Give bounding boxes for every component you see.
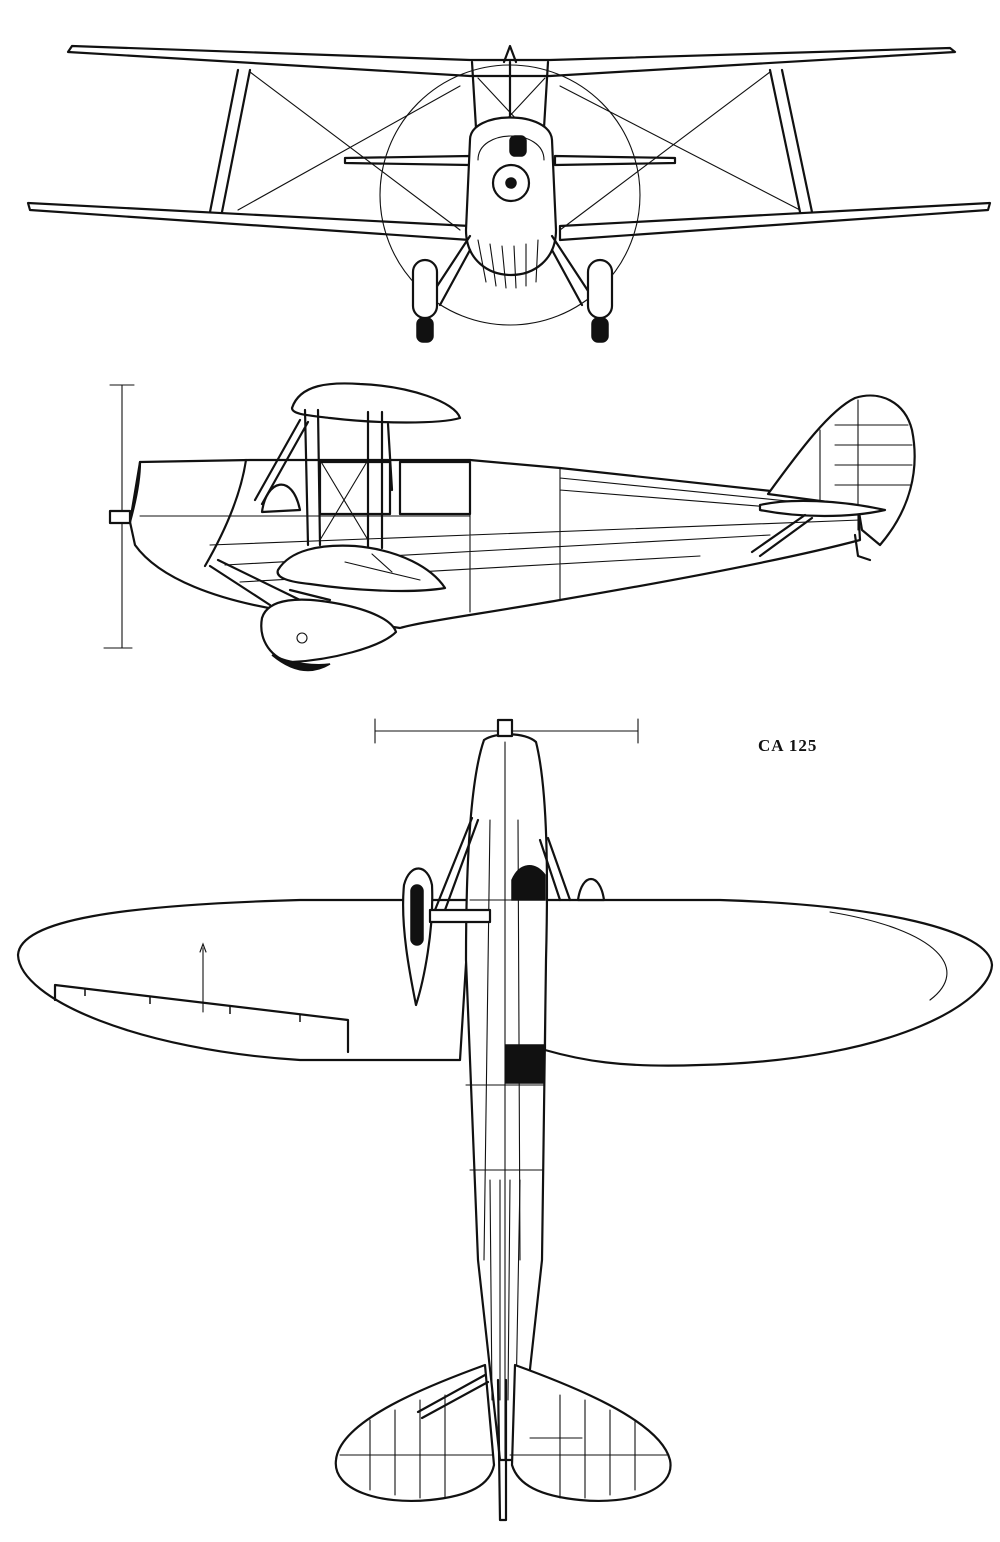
top-left-aileron — [53, 983, 350, 1054]
top-right-wing — [543, 898, 994, 1067]
top-right-wheel-fairing — [576, 878, 606, 902]
top-left-wing — [16, 898, 472, 1062]
front-interplane-struts — [208, 68, 814, 214]
front-landing-gear-struts — [426, 234, 596, 307]
side-fuselage-panel-lines — [139, 459, 861, 613]
front-cabane-struts — [470, 60, 550, 130]
side-fin-lines — [819, 399, 913, 531]
top-right-stabilizer — [510, 1363, 672, 1502]
top-spinner — [496, 718, 514, 738]
front-bracing-wires — [237, 71, 801, 231]
side-lower-wing-arrow — [344, 553, 421, 581]
top-fuselage — [464, 733, 549, 1462]
side-interplane-struts — [253, 408, 394, 550]
side-stabilizer — [758, 499, 887, 518]
top-right-wing-tip-line — [829, 911, 948, 1001]
front-spinner-inner — [505, 177, 517, 189]
front-upper-wing — [66, 44, 957, 78]
side-bracing-wires — [319, 459, 369, 541]
front-fuselage — [464, 116, 558, 276]
side-wheel — [260, 598, 398, 672]
side-tail-skid — [853, 533, 872, 562]
front-cowling-lines — [477, 239, 539, 289]
top-tail-rudder — [496, 1378, 508, 1522]
side-landing-gear-struts — [208, 558, 332, 607]
top-elevator-lines — [339, 1394, 669, 1499]
top-left-wing-arrow — [199, 942, 207, 1013]
top-cabane-struts — [433, 816, 572, 912]
side-fuselage — [128, 458, 862, 630]
front-spinner-outer — [491, 163, 531, 203]
top-aileron-hinges — [84, 988, 301, 1022]
top-left-stabilizer — [334, 1363, 496, 1502]
top-stabilizer-strut — [416, 1373, 490, 1420]
side-stabilizer-strut — [750, 513, 814, 558]
front-windscreen — [477, 135, 545, 161]
front-view — [26, 44, 992, 343]
front-right-wheel — [586, 258, 614, 343]
side-spinner — [108, 509, 132, 525]
top-gear-axle — [428, 908, 492, 924]
side-view — [103, 382, 916, 672]
top-cockpit — [505, 1044, 545, 1084]
top-fuselage-lines — [465, 899, 546, 1401]
front-canopy — [509, 135, 527, 157]
side-upper-wing — [290, 382, 462, 424]
side-lower-wing — [276, 544, 447, 593]
front-left-wheel — [411, 258, 439, 343]
top-left-wheel-fairing — [401, 867, 434, 1007]
front-propeller-tip — [502, 44, 518, 64]
side-cowl-line — [128, 458, 248, 568]
top-canopy-shadow — [511, 865, 546, 901]
aircraft-designation-label: CA 125 — [758, 736, 818, 755]
top-view — [16, 718, 994, 1522]
